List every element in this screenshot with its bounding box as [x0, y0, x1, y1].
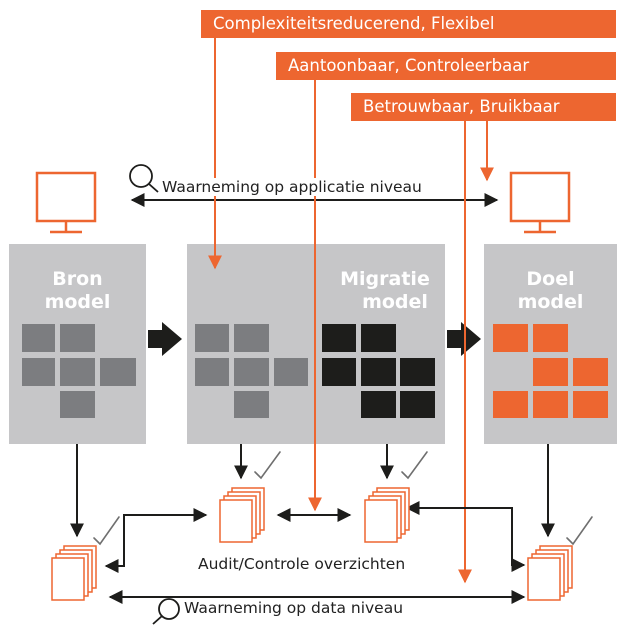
checkmark-icon: [401, 451, 428, 480]
arrow-right-icon: [148, 322, 182, 356]
migration-model-blocks: [322, 324, 435, 418]
magnifier-icon: [152, 598, 180, 625]
banner-auditable: Aantoonbaar, Controleerbaar: [276, 52, 616, 80]
source-model-blocks: [22, 324, 136, 418]
monitor-icon: [509, 171, 571, 234]
magnifier-icon: [129, 164, 159, 193]
banner-reliable: Betrouwbaar, Bruikbaar: [351, 93, 616, 121]
document-stack-icon: [364, 487, 410, 543]
target-model-title-line2: model: [517, 291, 584, 313]
target-model-blocks: [493, 324, 608, 418]
banner-complexity-reducing: Complexiteitsreducerend, Flexibel: [201, 10, 616, 38]
audit-label: Audit/Controle overzichten: [198, 555, 406, 573]
migration-model-title-line2: model: [362, 291, 428, 313]
checkmark-icon: [254, 451, 281, 480]
source-model-title-line2: model: [44, 291, 111, 313]
data-level-label: Waarneming op data niveau: [182, 599, 406, 617]
target-model-title-line1: Doel: [526, 268, 575, 290]
checkmark-icon: [93, 516, 120, 546]
monitor-icon: [35, 171, 97, 234]
document-stack-icon: [51, 545, 97, 601]
source-model-title-line1: Bron: [52, 268, 103, 290]
application-level-label: Waarneming op applicatie niveau: [160, 178, 424, 196]
document-stack-icon: [527, 545, 573, 601]
document-stack-icon: [219, 487, 265, 543]
checkmark-icon: [566, 516, 593, 546]
migration-model-title-line1: Migratie: [340, 268, 430, 290]
source-model-title: Bron model: [9, 268, 146, 314]
target-model-title: Doel model: [484, 268, 617, 314]
migration-model-source-blocks: [195, 324, 308, 418]
migration-model-title: Migratie model: [325, 268, 445, 314]
